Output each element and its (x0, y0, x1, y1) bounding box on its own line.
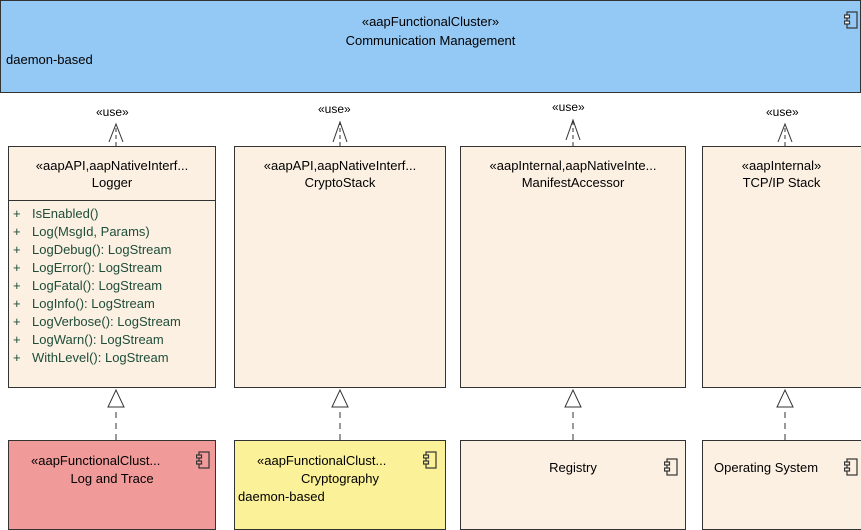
cluster-name: Communication Management (345, 33, 516, 48)
logger-stereotype: «aapAPI,aapNativeInterf... (35, 158, 189, 173)
operation-item: +LogVerbose(): LogStream (13, 314, 181, 329)
use-label: «use» (552, 100, 585, 114)
logger-interface[interactable]: «aapAPI,aapNativeInterf... Logger +IsEna… (8, 146, 216, 388)
operation-item: +LogInfo(): LogStream (13, 296, 155, 311)
use-dependency-manifestaccessor (565, 118, 581, 146)
use-dependency-logger (108, 122, 124, 146)
cluster-property: daemon-based (6, 52, 93, 67)
operation-item: +LogDebug(): LogStream (13, 242, 172, 257)
manifestaccessor-name: ManifestAccessor (521, 175, 625, 190)
cryptography-stereotype: «aapFunctionalClust... (257, 453, 387, 468)
operation-item: +IsEnabled() (13, 206, 99, 221)
operation-item: +LogWarn(): LogStream (13, 332, 164, 347)
logger-name: Logger (91, 175, 133, 190)
log-and-trace-component[interactable]: «aapFunctionalClust... Log and Trace (8, 440, 216, 530)
component-icon (196, 451, 210, 469)
cryptostack-interface[interactable]: «aapAPI,aapNativeInterf... CryptoStack (234, 146, 446, 388)
realization-operating-system (776, 388, 794, 440)
tcpip-name: TCP/IP Stack (742, 175, 821, 190)
log-and-trace-stereotype: «aapFunctionalClust... (31, 453, 161, 468)
operation-item: +WithLevel(): LogStream (13, 350, 169, 365)
operating-system-name: Operating System (714, 460, 819, 475)
tcpip-stereotype: «aapInternal» (741, 158, 822, 173)
use-dependency-cryptostack (332, 120, 348, 146)
operation-item: +LogError(): LogStream (13, 260, 163, 275)
cryptography-name: Cryptography (300, 471, 380, 486)
component-icon (844, 11, 858, 29)
use-label: «use» (96, 105, 129, 119)
cryptostack-stereotype: «aapAPI,aapNativeInterf... (263, 158, 417, 173)
use-label: «use» (766, 105, 799, 119)
manifestaccessor-stereotype: «aapInternal,aapNativeInte... (489, 158, 657, 173)
operation-item: +LogFatal(): LogStream (13, 278, 163, 293)
realization-registry (564, 388, 582, 440)
tcpip-stack-interface[interactable]: «aapInternal» TCP/IP Stack (702, 146, 861, 388)
cryptostack-name: CryptoStack (304, 175, 376, 190)
manifestaccessor-interface[interactable]: «aapInternal,aapNativeInte... ManifestAc… (460, 146, 686, 388)
logger-compartment-divider (9, 200, 215, 201)
log-and-trace-name: Log and Trace (70, 471, 154, 486)
communication-management-cluster[interactable]: «aapFunctionalCluster» Communication Man… (0, 0, 861, 93)
registry-component[interactable]: Registry (460, 440, 686, 530)
realization-cryptography (331, 388, 349, 440)
component-icon (423, 451, 437, 469)
use-label: «use» (318, 102, 351, 116)
cryptography-component[interactable]: «aapFunctionalClust... Cryptography daem… (234, 440, 446, 530)
operation-item: +Log(MsgId, Params) (13, 224, 150, 239)
realization-log-and-trace (107, 388, 125, 440)
registry-name: Registry (549, 460, 597, 475)
cluster-stereotype: «aapFunctionalCluster» (361, 14, 500, 29)
use-dependency-tcpip (777, 122, 793, 146)
cryptography-property: daemon-based (238, 489, 325, 504)
component-icon (844, 458, 858, 476)
component-icon (664, 458, 678, 476)
